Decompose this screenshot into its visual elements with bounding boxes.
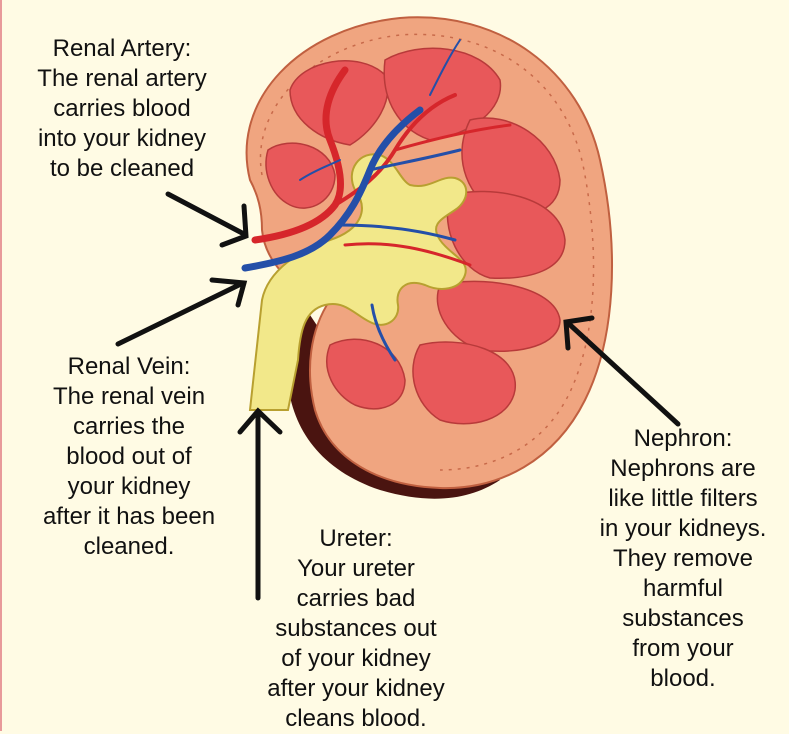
arrow-renal-artery (168, 194, 244, 234)
nephron-title: Nephron: (574, 424, 789, 454)
renal-vein-line: cleaned. (18, 532, 240, 562)
ureter-line: cleans blood. (238, 704, 474, 734)
nephron-line: Nephrons are (574, 454, 789, 484)
nephron-line: from your (574, 634, 789, 664)
nephron-line: substances (574, 604, 789, 634)
ureter-line: carries bad (238, 584, 474, 614)
renal-artery-line: carries blood (4, 94, 240, 124)
renal-vein-line: your kidney (18, 472, 240, 502)
nephron-label: Nephron: Nephrons are like little filter… (574, 424, 789, 694)
ureter-title: Ureter: (238, 524, 474, 554)
renal-artery-label: Renal Artery: The renal artery carries b… (4, 34, 240, 184)
nephron-line: harmful (574, 574, 789, 604)
renal-vein-line: The renal vein (18, 382, 240, 412)
renal-vein-line: carries the (18, 412, 240, 442)
ureter-line: after your kidney (238, 674, 474, 704)
renal-artery-title: Renal Artery: (4, 34, 240, 64)
nephron-line: in your kidneys. (574, 514, 789, 544)
nephron-line: blood. (574, 664, 789, 694)
renal-artery-line: to be cleaned (4, 154, 240, 184)
nephron-line: They remove (574, 544, 789, 574)
ureter-line: of your kidney (238, 644, 474, 674)
ureter-line: Your ureter (238, 554, 474, 584)
renal-artery-line: The renal artery (4, 64, 240, 94)
renal-vein-label: Renal Vein: The renal vein carries the b… (18, 352, 240, 562)
renal-artery-line: into your kidney (4, 124, 240, 154)
arrow-renal-vein (118, 283, 243, 344)
ureter-line: substances out (238, 614, 474, 644)
renal-vein-line: blood out of (18, 442, 240, 472)
nephron-line: like little filters (574, 484, 789, 514)
ureter-label: Ureter: Your ureter carries bad substanc… (238, 524, 474, 734)
renal-vein-line: after it has been (18, 502, 240, 532)
renal-vein-title: Renal Vein: (18, 352, 240, 382)
